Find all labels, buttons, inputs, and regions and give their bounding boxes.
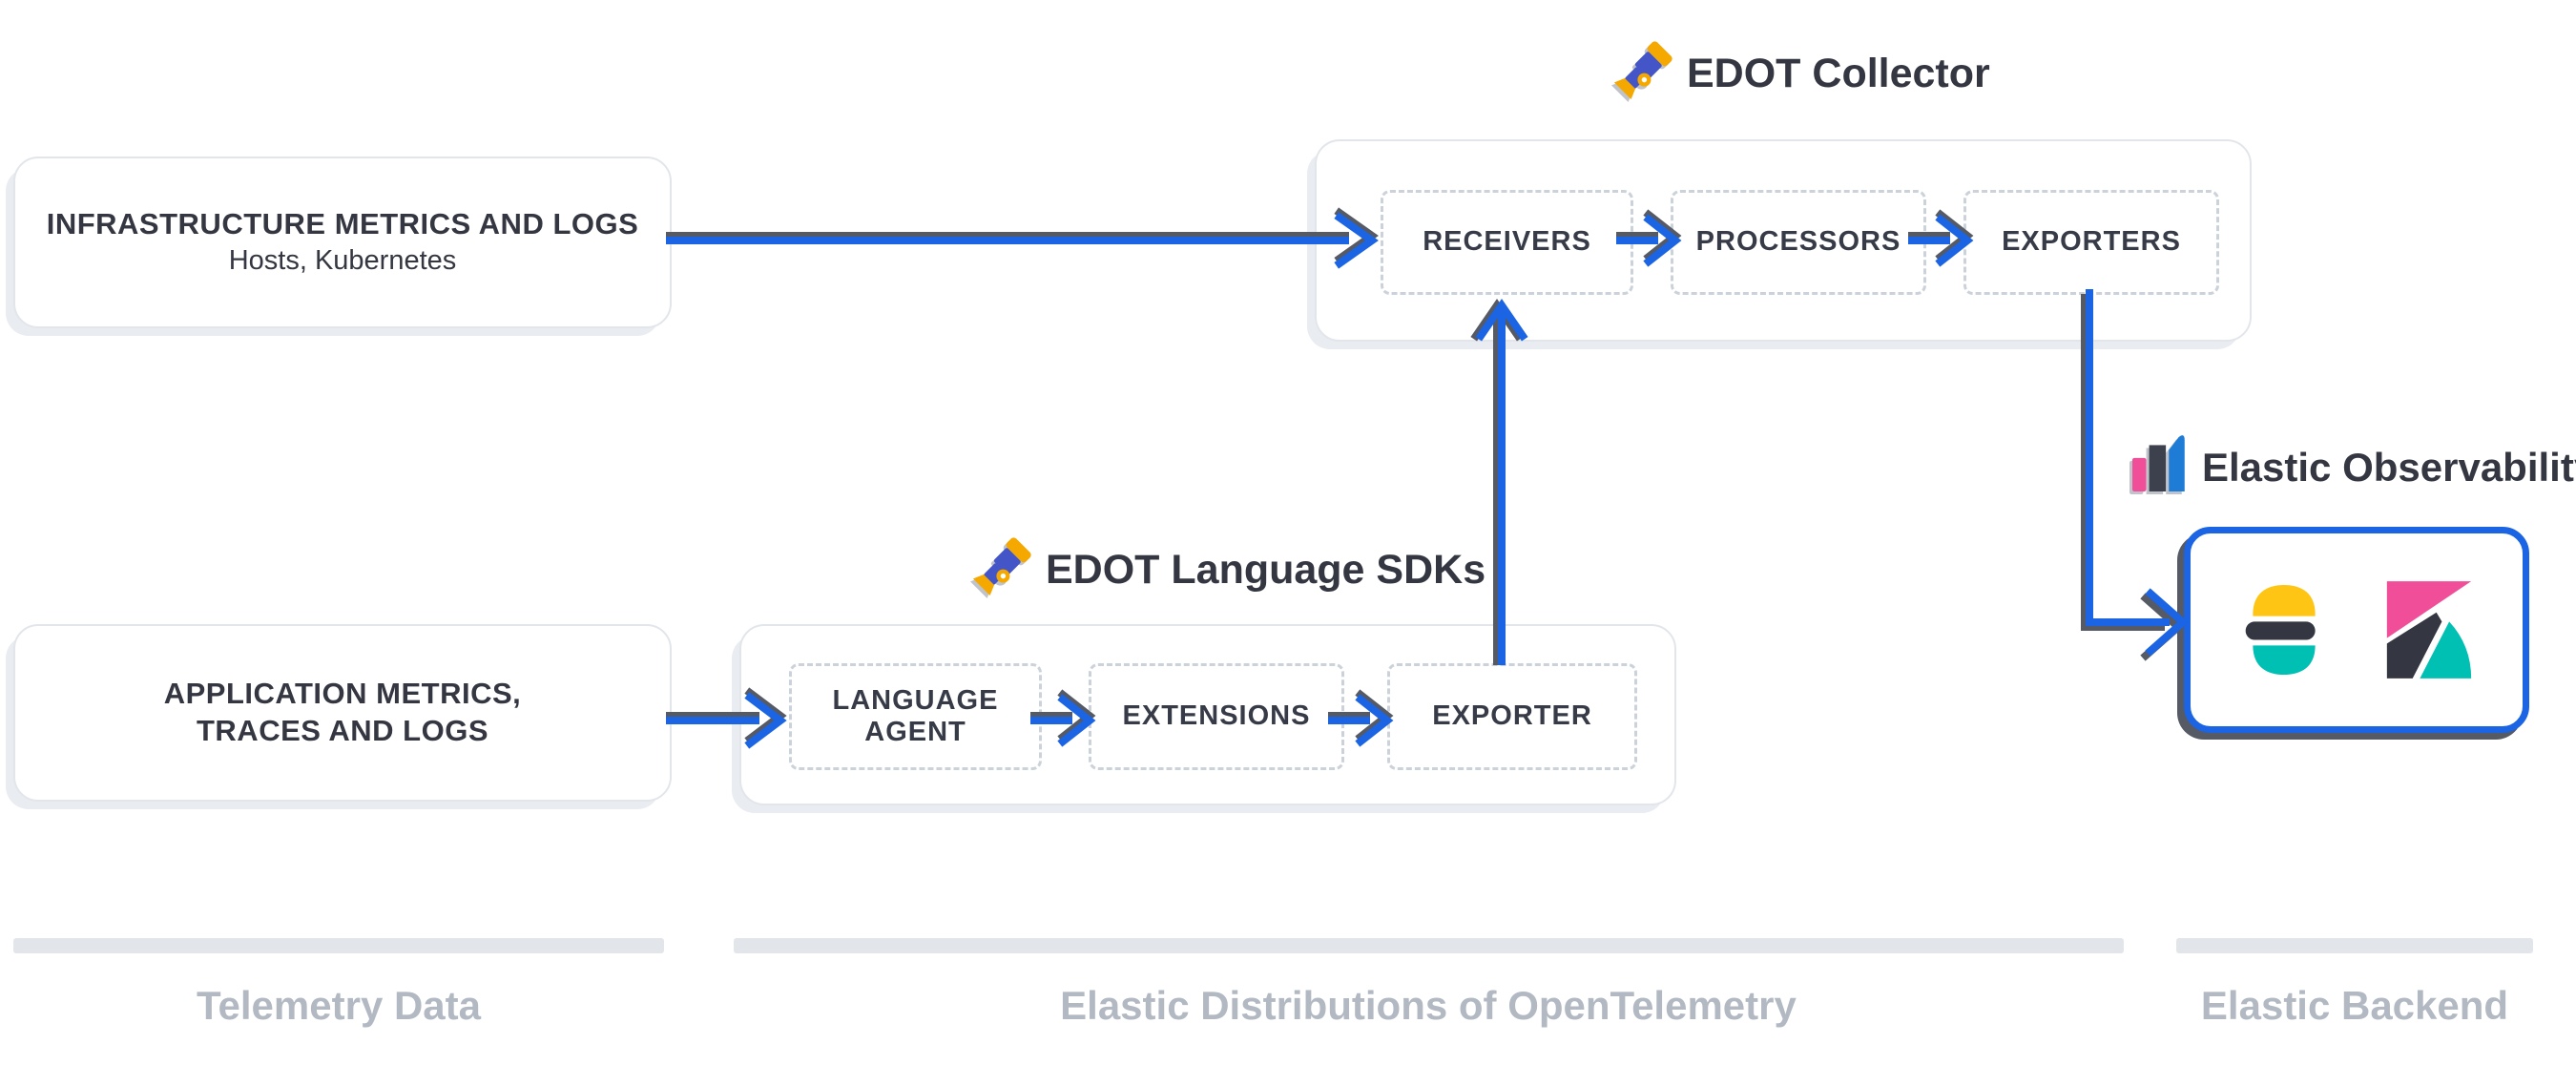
- sdk-stage-extensions: EXTENSIONS: [1089, 663, 1344, 770]
- arrow-receivers-to-processors: [1616, 214, 1682, 267]
- sdk-title: EDOT Language SDKs: [1046, 547, 1486, 593]
- opentelemetry-telescope-icon: [972, 537, 1031, 596]
- footer-divider-elastic-backend: [2176, 938, 2533, 953]
- arrow-infrastructure-to-collector: [666, 212, 1379, 269]
- footer-divider-edot: [734, 938, 2124, 953]
- sdk-stage-exporter: EXPORTER: [1387, 663, 1637, 770]
- observability-title: Elastic Observability: [2202, 445, 2576, 490]
- application-card-title-line2: TRACES AND LOGS: [196, 714, 489, 747]
- arrow-language-agent-to-extensions: [1030, 694, 1096, 747]
- footer-label-elastic-backend: Elastic Backend: [2200, 983, 2509, 1028]
- kibana-logo-icon: [2386, 581, 2472, 679]
- sdk-stage-language-agent-label: LANGUAGE AGENT: [832, 684, 999, 747]
- arrow-sdk-exporter-to-receivers: [1475, 298, 1528, 665]
- elasticsearch-logo-icon: [2245, 584, 2316, 676]
- collector-stage-processors: PROCESSORS: [1671, 190, 1926, 295]
- elastic-observability-icon: [2132, 435, 2185, 491]
- arrow-exporters-to-elastic: [2086, 289, 2190, 657]
- elastic-destination-box: [2184, 527, 2529, 733]
- footer-divider-telemetry-data: [13, 938, 664, 953]
- infrastructure-card-subtitle: Hosts, Kubernetes: [228, 244, 457, 276]
- footer-label-telemetry-data: Telemetry Data: [196, 983, 482, 1028]
- collector-title: EDOT Collector: [1687, 51, 1990, 96]
- infrastructure-metrics-card: INFRASTRUCTURE METRICS AND LOGS Hosts, K…: [13, 157, 672, 328]
- arrow-application-to-language-agent: [666, 692, 787, 749]
- infrastructure-card-title: INFRASTRUCTURE METRICS AND LOGS: [46, 206, 639, 240]
- collector-stage-exporters: EXPORTERS: [1963, 190, 2219, 295]
- collector-stage-receivers: RECEIVERS: [1381, 190, 1633, 295]
- application-card-title-line1: APPLICATION METRICS,: [163, 677, 522, 711]
- sdk-stage-language-agent: LANGUAGE AGENT: [789, 663, 1042, 770]
- footer-label-edot: Elastic Distributions of OpenTelemetry: [1060, 983, 1797, 1028]
- application-metrics-card: APPLICATION METRICS, TRACES AND LOGS: [13, 624, 672, 802]
- arrow-processors-to-exporters: [1908, 214, 1974, 267]
- opentelemetry-telescope-icon: [1613, 41, 1672, 100]
- arrow-extensions-to-exporter: [1328, 694, 1394, 747]
